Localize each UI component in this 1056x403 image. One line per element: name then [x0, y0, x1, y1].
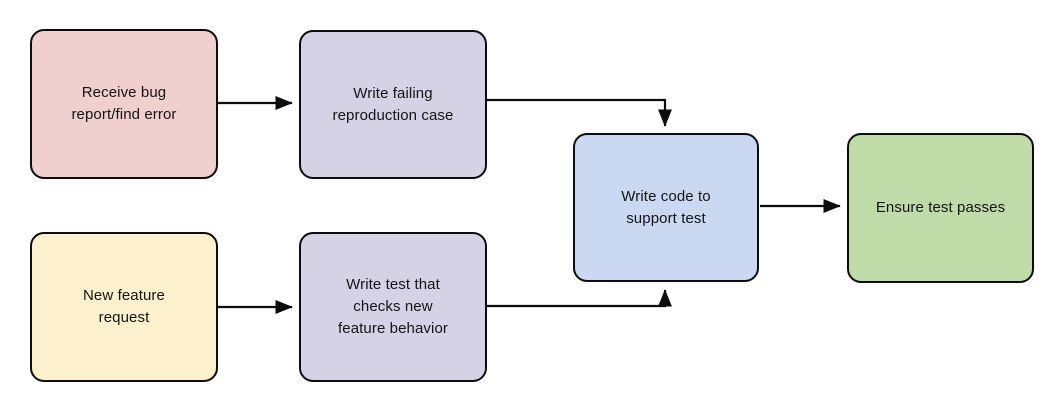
node-label: Write test that checks new feature behav…	[337, 276, 448, 337]
edge-test-to-write-code	[487, 289, 673, 308]
node-write-test-checks-new-feature[interactable]: Write test that checks new feature behav…	[299, 232, 487, 382]
node-label: Write code to support test	[621, 187, 711, 227]
node-receive-bug-report[interactable]: Receive bug report/find error	[30, 29, 218, 179]
node-label: New feature request	[83, 287, 165, 326]
node-label: Ensure test passes	[875, 199, 1006, 216]
node-new-feature-request[interactable]: New feature request	[30, 232, 218, 382]
edge-repro-to-write-code	[487, 98, 673, 127]
node-ensure-test-passes[interactable]: Ensure test passes	[847, 133, 1034, 283]
node-write-failing-reproduction-case[interactable]: Write failing reproduction case	[299, 30, 487, 179]
node-write-code-to-support-test[interactable]: Write code to support test	[573, 133, 759, 282]
node-label: Receive bug report/find error	[71, 84, 177, 123]
node-label: Write failing reproduction case	[332, 84, 454, 124]
